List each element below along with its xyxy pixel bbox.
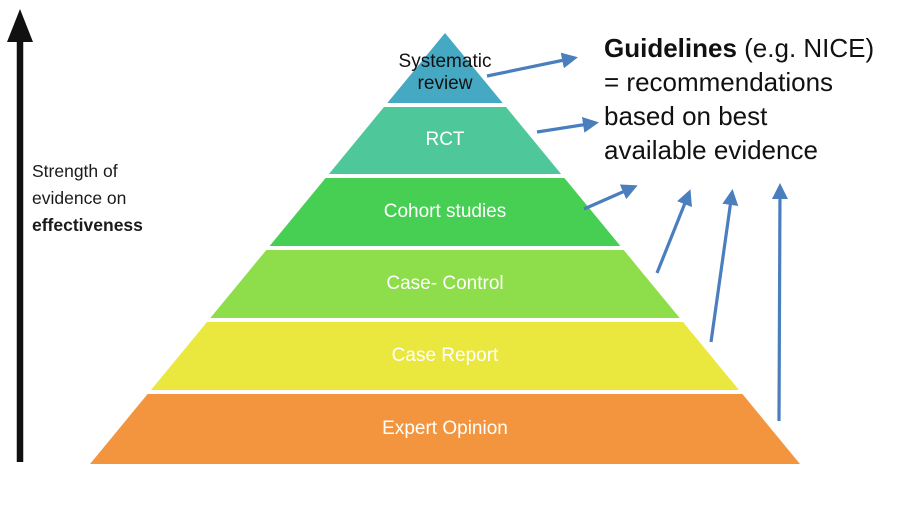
label-systematic-review: Systematic review xyxy=(398,51,492,94)
label-case-report: Case Report xyxy=(391,345,499,366)
arrow-expert-opinion-icon xyxy=(771,183,788,422)
guidelines-annotation-line3: based on best xyxy=(604,101,768,131)
guidelines-annotation-title-bold: Guidelines xyxy=(604,33,737,63)
connector-arrows xyxy=(486,52,788,422)
strength-axis-caption-line2: evidence on xyxy=(32,188,127,208)
label-expert-opinion: Expert Opinion xyxy=(382,418,508,439)
pyramid-level-expert-case-report xyxy=(151,322,739,390)
strength-axis-arrow xyxy=(7,9,33,462)
guidelines-annotation-title-rest: (e.g. NICE) xyxy=(736,33,875,63)
guidelines-annotation: Guidelines (e.g. NICE) = recommendations… xyxy=(604,31,900,167)
strength-axis-caption-line3: effectiveness xyxy=(32,215,143,235)
arrow-rct-icon xyxy=(536,116,599,134)
pyramid-level-rct xyxy=(328,107,562,174)
guidelines-annotation-line2: = recommendations xyxy=(604,67,834,97)
guidelines-annotation-line4: available evidence xyxy=(604,135,818,165)
label-cohort-studies: Cohort studies xyxy=(383,201,507,222)
pyramid-level-systematic-review xyxy=(387,33,503,103)
arrow-cohort-icon xyxy=(583,184,638,211)
arrow-systematic-review-icon xyxy=(486,52,578,78)
arrow-case-report-icon xyxy=(709,189,739,343)
label-rct: RCT xyxy=(425,129,465,150)
guidelines-annotation-title: Guidelines (e.g. NICE) xyxy=(604,31,900,65)
pyramid-level-case-control xyxy=(210,250,680,318)
strength-axis-caption-line1: Strength of xyxy=(32,161,118,181)
pyramid-level-expert-opinion xyxy=(90,394,800,464)
pyramid-level-cohort-studies xyxy=(269,178,621,246)
strength-axis-arrowhead-icon xyxy=(7,9,33,42)
label-case-control: Case- Control xyxy=(386,273,504,294)
strength-axis-caption: Strength of evidence on effectiveness xyxy=(32,158,143,239)
arrow-case-control-icon xyxy=(655,189,692,274)
